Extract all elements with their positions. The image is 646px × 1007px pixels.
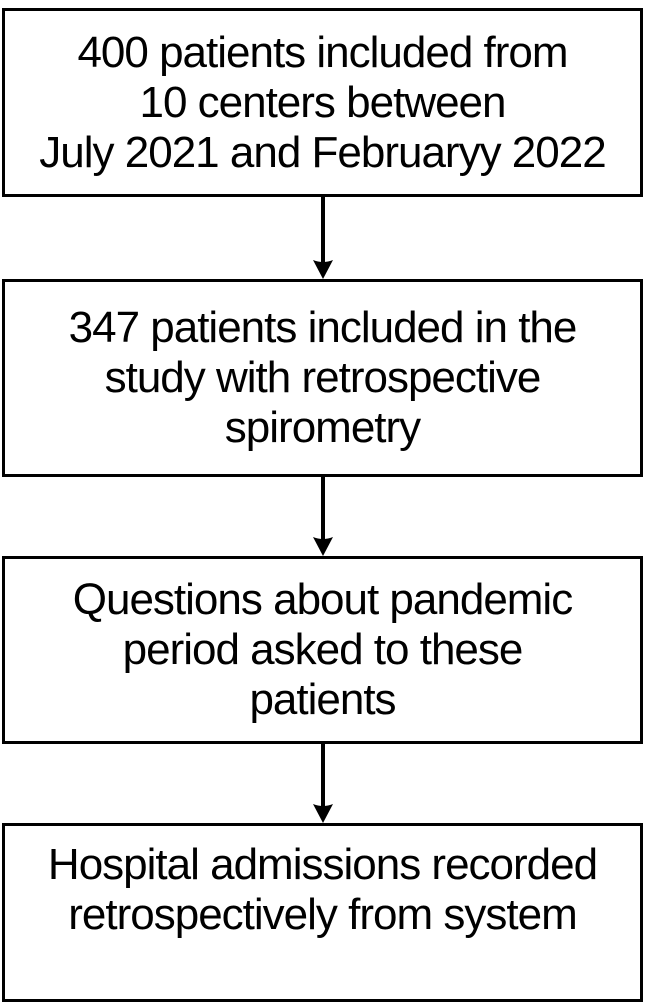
flow-box-admissions-text: Hospital admissions recorded retrospecti… [47,840,598,939]
down-arrow-1 [313,197,333,279]
down-arrow-3 [313,744,333,823]
flow-box-questions-text: Questions about pandemic period asked to… [72,575,573,724]
down-arrow-2 [313,477,333,556]
flow-box-questions: Questions about pandemic period asked to… [2,556,643,744]
flow-box-spirometry-text: 347 patients included in the study with … [68,303,578,452]
flow-box-enrollment: 400 patients included from 10 centers be… [2,8,643,197]
flow-box-spirometry: 347 patients included in the study with … [2,279,643,477]
flow-box-enrollment-text: 400 patients included from 10 centers be… [39,27,606,177]
flow-box-admissions: Hospital admissions recorded retrospecti… [2,823,643,1002]
